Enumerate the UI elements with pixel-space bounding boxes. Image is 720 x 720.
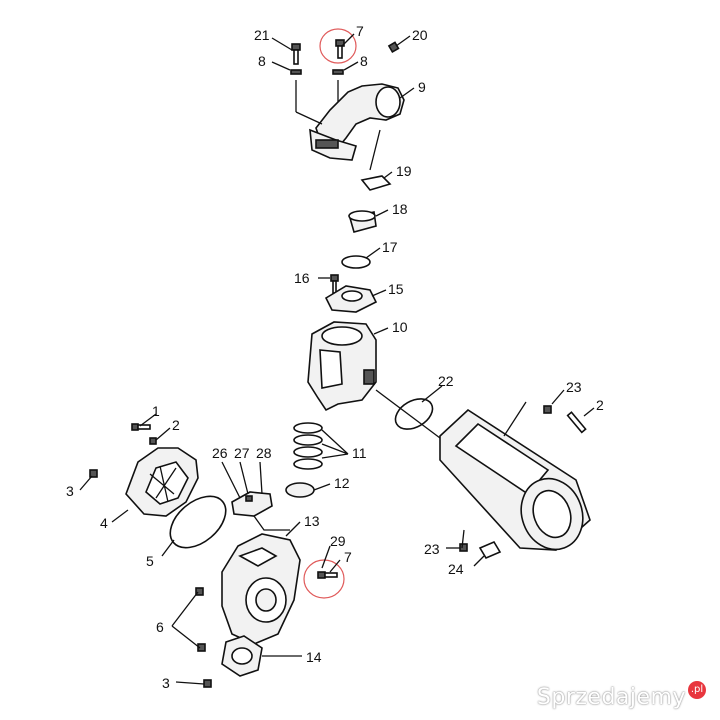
label-16: 16 bbox=[294, 270, 310, 286]
label-7-top: 7 bbox=[356, 23, 364, 39]
label-28: 28 bbox=[256, 445, 272, 461]
screw-6-lower bbox=[197, 643, 206, 652]
label-3-left: 3 bbox=[66, 483, 74, 499]
label-2-left: 2 bbox=[172, 417, 180, 433]
gasket-5 bbox=[169, 495, 227, 549]
label-22: 22 bbox=[438, 373, 454, 389]
label-15: 15 bbox=[388, 281, 404, 297]
watermark-text: Sprzedajemy bbox=[536, 685, 686, 710]
flange-15 bbox=[324, 285, 378, 313]
bolt-1 bbox=[131, 423, 151, 431]
label-21: 21 bbox=[254, 27, 270, 43]
label-7-bottom: 7 bbox=[344, 549, 352, 565]
screw-3-bottom bbox=[203, 679, 212, 688]
gear-housing-13 bbox=[221, 533, 301, 645]
label-11: 11 bbox=[352, 445, 367, 461]
label-6: 6 bbox=[156, 619, 164, 635]
label-2-right: 2 bbox=[596, 397, 604, 413]
label-9: 9 bbox=[418, 79, 426, 95]
pin-2-right bbox=[566, 411, 587, 434]
bolt-7-bottom bbox=[317, 571, 338, 579]
watermark: Sprzedajemy .pl bbox=[536, 680, 706, 710]
screw-23-bottom bbox=[459, 543, 468, 552]
screw-3-left bbox=[89, 469, 98, 478]
label-4: 4 bbox=[100, 515, 108, 531]
label-17: 17 bbox=[382, 239, 398, 255]
label-12: 12 bbox=[334, 475, 350, 491]
callout-labels: 21 7 20 8 8 9 19 18 17 16 15 10 22 23 2 … bbox=[66, 23, 604, 691]
housing-10 bbox=[307, 321, 377, 412]
screw-6-upper bbox=[195, 587, 204, 596]
cover-4 bbox=[125, 447, 199, 517]
label-14: 14 bbox=[306, 649, 322, 665]
label-26: 26 bbox=[212, 445, 228, 461]
label-1: 1 bbox=[152, 403, 160, 419]
watermark-badge: .pl bbox=[688, 680, 706, 699]
washer-2-left bbox=[149, 437, 157, 445]
highlight-circle-bottom bbox=[303, 559, 345, 599]
bushing-18 bbox=[348, 210, 377, 233]
leader-lines bbox=[79, 33, 595, 685]
label-24: 24 bbox=[448, 561, 464, 577]
label-23-bottom: 23 bbox=[424, 541, 440, 557]
screw-20 bbox=[387, 41, 400, 54]
washer-8-left bbox=[290, 69, 302, 75]
screw-16 bbox=[330, 274, 339, 294]
label-19: 19 bbox=[396, 163, 412, 179]
label-8-left: 8 bbox=[258, 53, 266, 69]
screw-23-top bbox=[543, 405, 552, 414]
label-27: 27 bbox=[234, 445, 250, 461]
label-29: 29 bbox=[330, 533, 346, 549]
cover-plate-26-27-28 bbox=[231, 491, 273, 517]
cap-14 bbox=[221, 635, 263, 677]
gasket-22 bbox=[394, 398, 434, 430]
bolt-21 bbox=[291, 43, 301, 65]
highlight-circle-top bbox=[319, 28, 357, 64]
label-18: 18 bbox=[392, 201, 408, 217]
washer-8-right bbox=[332, 69, 344, 75]
label-5: 5 bbox=[146, 553, 154, 569]
elbow-pipe-9 bbox=[309, 83, 405, 161]
label-13: 13 bbox=[304, 513, 320, 529]
label-23-top: 23 bbox=[566, 379, 582, 395]
drive-tube bbox=[439, 408, 591, 551]
o-ring-17 bbox=[341, 255, 371, 269]
key-24 bbox=[478, 540, 502, 560]
label-20: 20 bbox=[412, 27, 428, 43]
bolt-7-top bbox=[335, 39, 345, 59]
gasket-19 bbox=[360, 175, 392, 191]
label-10: 10 bbox=[392, 319, 408, 335]
ring-12 bbox=[285, 482, 315, 498]
piston-rings-11 bbox=[293, 422, 323, 470]
label-8-right: 8 bbox=[360, 53, 368, 69]
label-3-bottom: 3 bbox=[162, 675, 170, 691]
